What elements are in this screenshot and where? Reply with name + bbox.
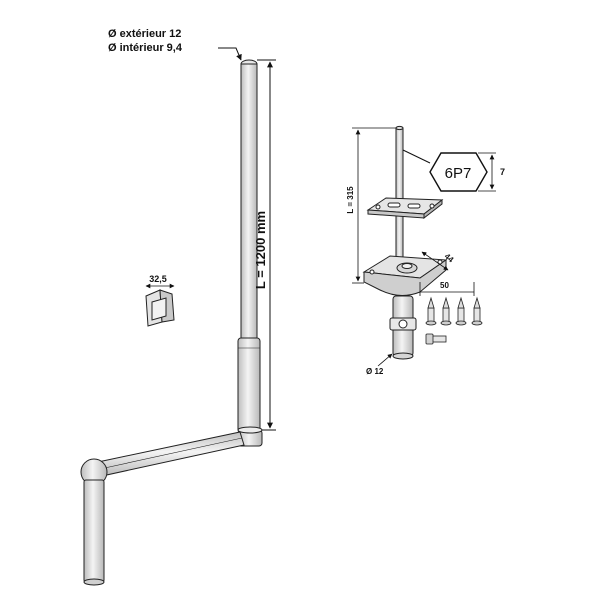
hex-leader-line xyxy=(402,149,431,164)
joint-diameter-callout: Ø 12 xyxy=(366,353,393,376)
screw-1 xyxy=(425,296,437,326)
hexagon-shape xyxy=(429,152,488,192)
hex-size-label: 7 xyxy=(500,167,505,177)
hex-label: 6P7 xyxy=(445,165,472,182)
inner-diameter-label: Ø intérieur 9,4 xyxy=(108,42,183,54)
joint-diameter-label: Ø 12 xyxy=(366,367,384,376)
diameter-leader-line xyxy=(218,47,242,61)
shaft-length-dimension xyxy=(352,127,396,284)
length-dimension xyxy=(257,59,276,431)
coupling-pin xyxy=(425,333,447,345)
tube-sleeve xyxy=(237,337,261,433)
outer-diameter-label: Ø extérieur 12 xyxy=(108,28,181,40)
screw-2 xyxy=(440,296,452,326)
plate-width-dimension xyxy=(421,251,449,271)
crank-handle xyxy=(80,59,263,586)
screw-3 xyxy=(455,296,467,326)
screws-group xyxy=(425,296,483,345)
crank-arm xyxy=(97,431,245,477)
plate-length-dimension xyxy=(419,282,475,296)
wall-clip xyxy=(145,289,175,327)
crank-grip xyxy=(83,479,105,583)
diameter-callout: Ø extérieur 12 Ø intérieur 9,4 xyxy=(108,28,242,61)
main-tube xyxy=(240,63,258,340)
length-label: L = 1200 mm xyxy=(253,211,268,289)
screw-4 xyxy=(471,296,483,326)
hex-callout: 6P7 7 xyxy=(402,149,505,192)
clip-width-label: 32,5 xyxy=(149,274,167,284)
plate-length-label: 50 xyxy=(440,281,449,290)
shaft-length-label: L = 315 xyxy=(346,186,355,214)
